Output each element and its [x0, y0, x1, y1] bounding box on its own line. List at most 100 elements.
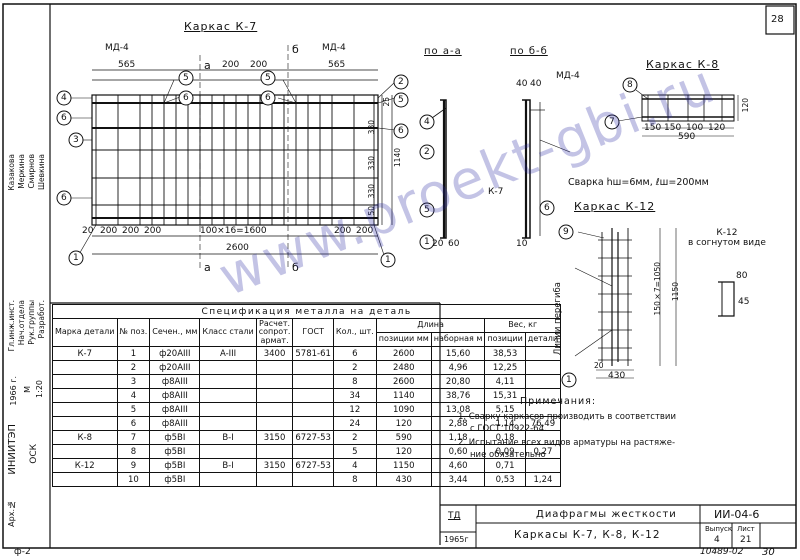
- tb-scale: 1:20: [35, 380, 44, 398]
- cell-res: 3150: [255, 430, 294, 445]
- cell-tot: 4,96: [430, 360, 486, 375]
- cell-res: [255, 402, 294, 417]
- k8-callouts: [604, 77, 638, 130]
- hdr-mark: Марка детали: [52, 318, 118, 347]
- cell-res: 3400: [255, 346, 294, 361]
- hdr-length: Длина: [375, 318, 486, 333]
- k12-bent-label: К-12 в согнутом виде: [688, 228, 766, 249]
- cell-mark: [52, 388, 118, 403]
- cell-cls: A-III: [199, 346, 257, 361]
- cell-len: 2600: [375, 374, 432, 389]
- dim-k7-20-left: 20: [82, 226, 94, 236]
- tb-issue-label: Выпуск: [705, 525, 733, 533]
- dim-k8-height: 120: [741, 98, 750, 113]
- cell-wd: 1,24: [524, 472, 562, 487]
- cell-len: 1140: [375, 388, 432, 403]
- cell-gost: 6727-53: [292, 458, 334, 473]
- stamp-role-3: Рук.группы: [27, 300, 36, 345]
- dim-k7-565-left: 565: [118, 60, 136, 70]
- tb-arch: Арх.№: [7, 500, 16, 527]
- cell-cls: [199, 472, 257, 487]
- cell-mark: К-7: [52, 346, 118, 361]
- callout-4s: 4: [424, 117, 430, 127]
- cell-qty: 34: [332, 388, 377, 403]
- dim-k7-200-a: 200: [222, 60, 240, 70]
- hdr-weight: Вес, кг: [484, 318, 562, 333]
- callout-4: 4: [61, 93, 67, 103]
- cell-tot: 15,60: [430, 346, 486, 361]
- hdr-pos: № поз.: [116, 318, 151, 347]
- callout-6b: 6: [61, 193, 67, 203]
- hdr-section: Сечен., мм: [149, 318, 201, 347]
- cell-res: [255, 444, 294, 459]
- section-bb-title: по б-б: [510, 46, 548, 57]
- cell-gost: [292, 444, 334, 459]
- cell-tot: 4,60: [430, 458, 486, 473]
- callout-6s: 6: [544, 203, 550, 213]
- cell-w: 0,53: [484, 472, 526, 487]
- frame-label: ф-2: [14, 547, 31, 557]
- cell-len: 2600: [375, 346, 432, 361]
- dim-k8-100: 100: [686, 123, 704, 133]
- dim-k7-565-right: 565: [328, 60, 346, 70]
- cell-cls: [199, 416, 257, 431]
- cell-pos: 1: [116, 346, 151, 361]
- dim-sec-20a: 20: [432, 239, 444, 249]
- dim-k8-590: 590: [678, 132, 696, 142]
- callout-1b: 1: [385, 255, 391, 265]
- cell-cls: [199, 402, 257, 417]
- dim-sec-60: 60: [448, 239, 460, 249]
- cell-res: [255, 360, 294, 375]
- note-line-4: ние обязательно: [470, 450, 546, 460]
- tb-issue: 4: [714, 535, 720, 545]
- cell-pos: 4: [116, 388, 151, 403]
- k8-title: Каркас К-8: [646, 58, 720, 71]
- dim-sec-10: 10: [516, 239, 528, 249]
- cell-sec: ф5ВI: [149, 472, 201, 487]
- tb-name1: Диафрагмы жесткости: [536, 509, 677, 520]
- dim-k8-120: 120: [708, 123, 726, 133]
- cell-sec: ф8АIII: [149, 388, 201, 403]
- callout-7: 7: [609, 117, 615, 127]
- cell-cls: [199, 388, 257, 403]
- section-mark-b-bottom: б: [292, 261, 299, 274]
- dim-k12-1150: 1150: [671, 282, 680, 302]
- callout-6d: 6: [265, 93, 271, 103]
- cell-pos: 6: [116, 416, 151, 431]
- cell-cls: [199, 360, 257, 375]
- stamp-role-4: Разработ.: [37, 300, 46, 339]
- note-line-1: 1. Сварку каркасов производить в соответ…: [458, 412, 676, 422]
- cell-sec: ф20АIII: [149, 346, 201, 361]
- k7-frame-drawing: [70, 45, 396, 270]
- cell-w: 12,25: [484, 360, 526, 375]
- callout-2s: 2: [424, 147, 430, 157]
- cell-gost: [292, 402, 334, 417]
- cell-res: [255, 472, 294, 487]
- stamp-role-2: Нач.отдела: [17, 300, 26, 346]
- cell-wd: [524, 458, 562, 473]
- cell-res: 3150: [255, 458, 294, 473]
- k7-section-label: К-7: [488, 187, 504, 197]
- stamp-name-3: Смирнов: [27, 154, 36, 189]
- cell-mark: [52, 360, 118, 375]
- callout-1: 1: [73, 253, 79, 263]
- md4-label-left: МД-4: [105, 43, 129, 53]
- cell-tot: 20,80: [430, 374, 486, 389]
- dim-k7-200-3: 200: [144, 226, 162, 236]
- tb-m: М: [23, 386, 32, 393]
- dim-k7-1140: 1140: [393, 148, 402, 168]
- cell-res: [255, 416, 294, 431]
- tb-sheet-no: 21: [740, 535, 752, 545]
- notes-title: Примечания:: [520, 396, 597, 407]
- cell-gost: 6727-53: [292, 430, 334, 445]
- callout-1s: 1: [424, 237, 430, 247]
- dim-k8-150b: 150: [664, 123, 682, 133]
- cell-mark: [52, 444, 118, 459]
- hdr-len-tot: наборная м: [430, 332, 486, 347]
- cell-sec: ф20АIII: [149, 360, 201, 375]
